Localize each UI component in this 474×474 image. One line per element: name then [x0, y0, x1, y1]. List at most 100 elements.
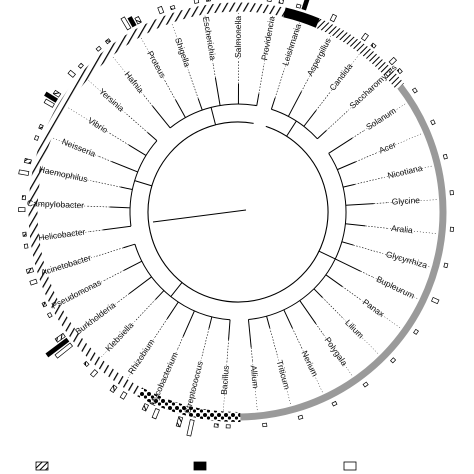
- branch-line: [299, 300, 317, 324]
- tip-leader: [322, 297, 344, 319]
- label-leader: [140, 38, 166, 82]
- label-leader: [157, 349, 178, 395]
- branch-line: [147, 132, 158, 142]
- branch-line: [166, 301, 179, 319]
- taxon-label: Escherichia: [201, 16, 218, 61]
- tip-leader: [154, 318, 168, 338]
- label-leader: [382, 253, 430, 268]
- branch-line: [335, 258, 361, 272]
- label-leader: [60, 280, 105, 303]
- taxon-label: Salmonella: [233, 16, 243, 58]
- bar-open: [390, 357, 397, 364]
- bar-hatched: [213, 423, 219, 428]
- tip-leader: [201, 328, 210, 358]
- bar-open: [388, 56, 398, 66]
- taxon-label: Bupleurum: [375, 274, 416, 301]
- bar-open: [33, 135, 40, 141]
- bar-open: [360, 32, 369, 42]
- bar-marks: [18, 0, 455, 437]
- ring-segment-bacteria2: [137, 387, 241, 422]
- bar-open: [89, 369, 99, 378]
- legend-swatch-black: [193, 461, 207, 471]
- label-leader: [363, 103, 406, 131]
- branch-line: [313, 288, 323, 298]
- bar-open: [151, 408, 160, 420]
- bar-open: [295, 3, 302, 9]
- tip-leader: [212, 64, 216, 78]
- bar-hatched: [109, 384, 118, 394]
- bar-open: [186, 419, 195, 437]
- bar-hatched: [396, 67, 403, 75]
- bar-hatched: [22, 231, 27, 237]
- branch-line: [337, 161, 356, 171]
- bar-open: [120, 16, 132, 31]
- taxon-label: Allium: [249, 365, 261, 389]
- label-leader: [383, 165, 432, 178]
- bar-black: [127, 16, 137, 28]
- bar-hatched: [38, 123, 44, 130]
- taxon-label: Providencia: [259, 15, 277, 61]
- clade-arc: [134, 244, 231, 321]
- label-leader: [101, 320, 136, 357]
- tree-branches: [39, 13, 437, 411]
- tip-leader: [373, 202, 388, 204]
- bar-open: [119, 391, 128, 400]
- bar-open: [329, 13, 338, 23]
- branch-line: [111, 161, 138, 173]
- taxon-label: Glycyrrhiza: [385, 249, 429, 270]
- branch-line: [325, 274, 343, 287]
- taxon-label: Vibrio: [86, 115, 110, 135]
- clade-stem: [210, 107, 217, 125]
- label-leader: [387, 199, 437, 203]
- tip-leader: [352, 130, 365, 139]
- bar-open: [29, 278, 38, 286]
- taxon-label: Pseudomonas: [50, 277, 103, 311]
- tip-leader: [226, 339, 229, 362]
- bar-black: [45, 337, 70, 358]
- taxon-label: Bacillus: [219, 365, 231, 395]
- bar-hatched: [278, 0, 285, 5]
- tip-leader: [301, 79, 309, 92]
- taxon-label: Proteus: [145, 49, 168, 79]
- bar-black: [44, 91, 59, 103]
- branch-line: [303, 110, 317, 127]
- taxon-label: Nicotiana: [387, 163, 424, 181]
- clade-stem: [134, 180, 153, 187]
- label-leader: [78, 301, 119, 332]
- clade-arc: [248, 153, 347, 320]
- bar-open: [413, 328, 419, 335]
- label-leader: [323, 334, 353, 376]
- tip-leader: [98, 156, 112, 162]
- bar-hatched: [25, 267, 34, 274]
- tip-leader: [315, 92, 330, 111]
- ring-segment-fungi: [315, 18, 404, 90]
- taxon-label: Glycine: [391, 195, 420, 207]
- taxon-label: Helicobacter: [38, 227, 86, 243]
- tip-leader: [188, 70, 199, 99]
- tip-leader: [354, 177, 385, 185]
- legend: [35, 461, 357, 471]
- bar-hatched: [54, 332, 66, 343]
- label-leader: [112, 56, 145, 96]
- bar-open: [411, 87, 418, 94]
- label-leader: [263, 15, 273, 65]
- taxon-label: Aspergillus: [305, 36, 333, 77]
- label-leader: [53, 137, 99, 157]
- bar-open: [331, 400, 338, 407]
- bar-open: [46, 312, 53, 319]
- legend-swatch-open: [343, 461, 357, 471]
- clade-stem: [318, 250, 336, 260]
- legend-swatch-hatched: [35, 461, 49, 471]
- taxon-label: Streptococcus: [182, 360, 205, 415]
- tip-leader: [315, 323, 325, 336]
- label-leader: [348, 76, 385, 111]
- label-leader: [387, 228, 436, 234]
- bar-hatched: [21, 195, 26, 201]
- branch-line: [123, 260, 143, 271]
- taxon-label: Shigella: [173, 36, 193, 68]
- tip-leader: [274, 69, 285, 98]
- bar-hatched: [169, 5, 176, 11]
- taxon-label: Nerium: [300, 349, 321, 378]
- tip-leader: [341, 286, 361, 300]
- bar-hatched: [52, 89, 62, 98]
